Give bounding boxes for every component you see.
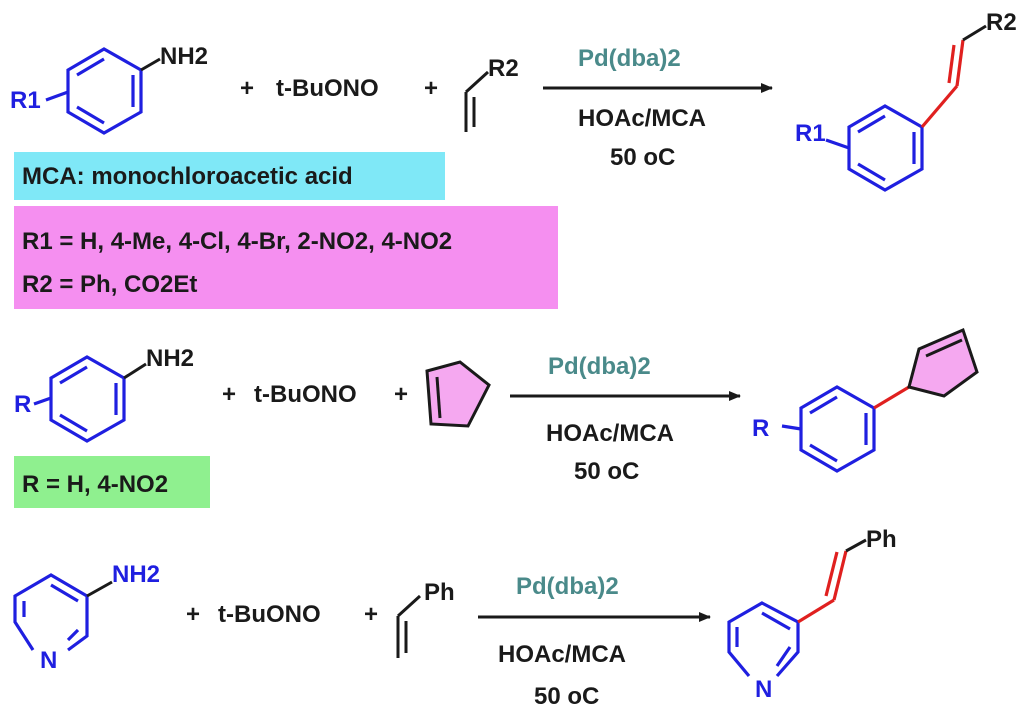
plus-sign: + — [394, 381, 408, 408]
product-r2-label: R2 — [986, 9, 1017, 36]
aniline-structure: NH2 R — [14, 345, 194, 443]
reagent-label: t-BuONO — [254, 381, 357, 408]
reagent-label: t-BuONO — [218, 601, 321, 628]
catalyst-label: Pd(dba)2 — [516, 573, 619, 600]
reaction-1: NH2 R1 + t-BuONO + R2 Pd(dba)2 HOAc/MCA … — [10, 9, 1017, 192]
r1-substituents: R1 = H, 4-Me, 4-Cl, 4-Br, 2-NO2, 4-NO2 — [22, 228, 452, 255]
r2-label: R2 — [488, 55, 519, 82]
aminopyridine-structure: N NH2 — [13, 561, 160, 674]
note-boxes: MCA: monochloroacetic acid R1 = H, 4-Me,… — [14, 152, 558, 508]
nh2-label: NH2 — [160, 43, 208, 70]
product-ph-label: Ph — [866, 526, 897, 553]
nh2-label: NH2 — [112, 561, 160, 588]
styrene-structure: Ph — [396, 579, 455, 658]
solvent-label: HOAc/MCA — [546, 420, 674, 447]
nh2-label: NH2 — [146, 345, 194, 372]
product-structure: Ph N — [727, 526, 897, 703]
ph-label: Ph — [424, 579, 455, 606]
product-structure: R — [752, 327, 979, 473]
temperature-label: 50 oC — [534, 683, 599, 710]
plus-sign: + — [240, 75, 254, 102]
solvent-label: HOAc/MCA — [578, 105, 706, 132]
product-r1-label: R1 — [795, 120, 826, 147]
r2-substituents: R2 = Ph, CO2Et — [22, 271, 197, 298]
plus-sign: + — [364, 601, 378, 628]
r-box — [14, 456, 210, 508]
product-structure: R2 R1 — [795, 9, 1017, 192]
pyridine-n-label: N — [40, 647, 57, 674]
reagent-label: t-BuONO — [276, 75, 379, 102]
reaction-2: NH2 R + t-BuONO + Pd(dba)2 HOAc/MCA 50 o… — [14, 327, 979, 485]
r-label: R — [14, 391, 31, 418]
catalyst-label: Pd(dba)2 — [548, 353, 651, 380]
temperature-label: 50 oC — [574, 458, 639, 485]
substituent-box — [14, 206, 558, 309]
r1-label: R1 — [10, 87, 41, 114]
cyclopentene-structure — [425, 360, 491, 428]
mca-definition: MCA: monochloroacetic acid — [22, 163, 353, 190]
product-r-label: R — [752, 415, 769, 442]
mca-box — [14, 152, 445, 200]
reaction-3: N NH2 + t-BuONO + Ph Pd(dba)2 HOAc/MCA 5… — [13, 526, 897, 710]
plus-sign: + — [424, 75, 438, 102]
product-n-label: N — [755, 676, 772, 703]
temperature-label: 50 oC — [610, 144, 675, 171]
alkene-structure: R2 — [464, 55, 519, 132]
solvent-label: HOAc/MCA — [498, 641, 626, 668]
catalyst-label: Pd(dba)2 — [578, 45, 681, 72]
aniline-structure: NH2 R1 — [10, 43, 208, 135]
r-substituents: R = H, 4-NO2 — [22, 471, 168, 498]
plus-sign: + — [186, 601, 200, 628]
plus-sign: + — [222, 381, 236, 408]
